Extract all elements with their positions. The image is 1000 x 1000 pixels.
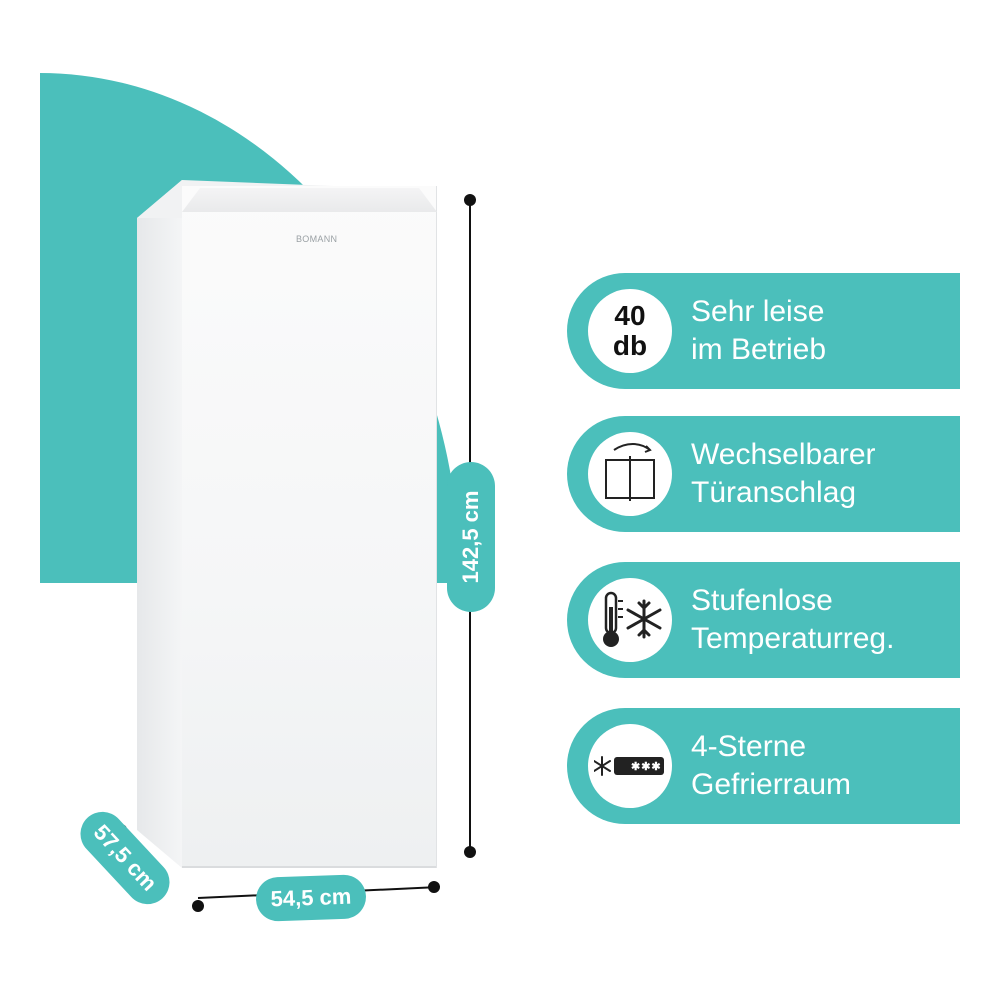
width-left-marker [192,900,204,912]
fridge-brand-logo: BOMANN [296,234,338,244]
decibel-icon: 40 db [588,289,672,373]
feature-subtitle: Türanschlag [691,476,857,509]
fridge-door [182,186,437,868]
fridge-side-panel [137,180,182,868]
width-label: 54,5 cm [255,874,367,922]
feature-title: Wechselbarer [691,438,876,471]
feature-text-door: Wechselbarer Türanschlag [691,436,876,512]
height-value: 142,5 cm [458,490,483,584]
decibel-value: 40 [614,300,646,331]
width-value: 54,5 cm [270,883,352,912]
width-right-marker [428,881,440,893]
feature-subtitle: Gefrierraum [691,768,852,801]
door-hinge-icon [588,432,672,516]
height-top-marker [464,194,476,206]
feature-text-temperature: Stufenlose Temperaturreg. [691,582,894,658]
feature-subtitle: im Betrieb [691,333,827,366]
feature-card-freezer: ✱✱✱ 4-Sterne Gefrierraum [567,708,960,824]
feature-text-freezer: 4-Sterne Gefrierraum [691,728,851,804]
freezer-stars: ✱✱✱ [631,761,662,773]
fridge-handle [182,188,437,212]
height-bottom-marker [464,846,476,858]
height-label: 142,5 cm [447,462,495,612]
four-star-freezer-icon: ✱✱✱ [588,724,672,808]
thermostat-snowflake-icon [588,578,672,662]
feature-card-quiet: 40 db Sehr leise im Betrieb [567,273,960,389]
feature-title: Sehr leise [691,295,825,328]
feature-title: Stufenlose [691,584,833,617]
feature-card-temperature: Stufenlose Temperaturreg. [567,562,960,678]
feature-subtitle: Temperaturreg. [691,622,895,655]
feature-text-quiet: Sehr leise im Betrieb [691,293,826,369]
feature-card-door: Wechselbarer Türanschlag [567,416,960,532]
decibel-unit: db [612,330,648,361]
feature-title: 4-Sterne [691,730,807,763]
